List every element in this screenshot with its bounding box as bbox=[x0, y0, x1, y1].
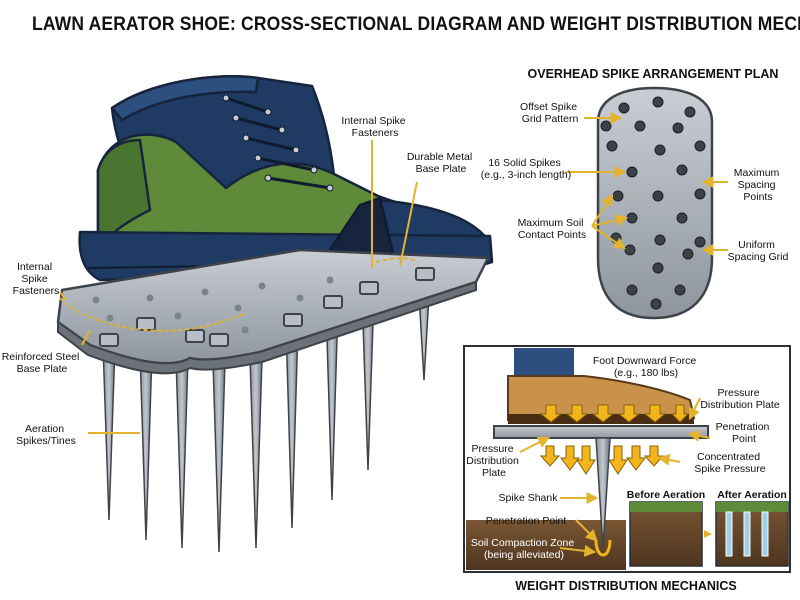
aerator-shoe-illustration bbox=[56, 75, 494, 553]
label-internal-spike-fasteners-left-1: Internal bbox=[17, 261, 52, 273]
svg-text:Internal Spike Fastene: Internal Spike Fasteners bbox=[341, 115, 408, 139]
svg-text:16 Solid Spikes (e.g.,: 16 Solid Spikes (e.g., 3-inch length) bbox=[481, 157, 571, 181]
svg-text:Durable Metal Base Pla: Durable Metal Base Plate bbox=[407, 151, 475, 175]
overhead-plan-heading: OVERHEAD SPIKE ARRANGEMENT PLAN bbox=[528, 67, 779, 81]
label-aeration-spikes-1: Aeration bbox=[25, 423, 64, 435]
pressure-plate bbox=[493, 425, 709, 439]
label-max-spacing-2: Spacing bbox=[738, 179, 776, 191]
label-soil-zone-2: (being alleviated) bbox=[484, 549, 564, 561]
after-grass bbox=[716, 502, 788, 512]
soil-band bbox=[466, 520, 626, 570]
svg-text:Aeration Spikes/Tines: Aeration Spikes/Tines bbox=[16, 423, 76, 447]
spike-grid bbox=[600, 96, 706, 310]
penetration-highlight bbox=[594, 539, 612, 557]
label-pressure-plate-right-1: Pressure bbox=[718, 387, 760, 399]
label-max-spacing-1: Maximum bbox=[734, 167, 780, 179]
force-arrows bbox=[539, 404, 690, 423]
label-max-soil-contact-2: Contact Points bbox=[518, 229, 586, 241]
sole-plate-outline bbox=[596, 86, 714, 320]
before-aeration-inset bbox=[629, 501, 703, 567]
label-max-spacing-3: Points bbox=[743, 191, 772, 203]
label-concentrated-2: Spike Pressure bbox=[694, 463, 765, 475]
fastener-callout-path-left bbox=[59, 297, 245, 332]
label-foot-force-1: Foot Downward Force bbox=[593, 355, 696, 367]
label-penetration-point-right-2: Point bbox=[732, 433, 756, 445]
weight-panel-heading: WEIGHT DISTRIBUTION MECHANICS bbox=[515, 579, 737, 593]
label-penetration-point-right-1: Penetration bbox=[716, 421, 770, 433]
label-max-soil-contact-1: Maximum Soil bbox=[518, 217, 584, 229]
label-reinforced-steel-base-plate-1: Reinforced Steel bbox=[2, 351, 80, 363]
boot bbox=[78, 75, 494, 282]
svg-text:Offset Spike Grid Patt: Offset Spike Grid Pattern bbox=[520, 101, 580, 125]
label-after-aeration: After Aeration bbox=[717, 489, 787, 501]
aeration-spikes bbox=[102, 277, 431, 553]
label-internal-spike-fasteners-left-3: Fasteners bbox=[13, 285, 60, 297]
label-uniform-grid-2: Spacing Grid bbox=[728, 251, 789, 263]
label-offset-grid-2: Grid Pattern bbox=[522, 113, 579, 125]
label-durable-metal-base-plate-2: Base Plate bbox=[416, 163, 467, 175]
label-penetration-point-left: Penetration Point bbox=[486, 515, 567, 527]
label-offset-grid-1: Offset Spike bbox=[520, 101, 577, 113]
label-reinforced-steel-base-plate-2: Base Plate bbox=[17, 363, 68, 375]
base-plate bbox=[56, 248, 490, 375]
label-spike-shank: Spike Shank bbox=[499, 492, 559, 504]
weight-callout-lines bbox=[519, 397, 711, 557]
label-pressure-plate-left-1: Pressure bbox=[472, 443, 514, 455]
before-grass bbox=[630, 502, 702, 512]
label-foot-force-2: (e.g., 180 lbs) bbox=[614, 367, 678, 379]
label-pressure-plate-left-3: Plate bbox=[482, 467, 506, 479]
label-pressure-plate-left-2: Distribution bbox=[466, 455, 519, 467]
svg-text:Internal Spike: Internal Spike Fasteners bbox=[13, 261, 60, 297]
label-soil-zone-1: Soil Compaction Zone bbox=[471, 537, 574, 549]
aeration-holes bbox=[725, 511, 769, 557]
label-uniform-grid-1: Uniform bbox=[738, 239, 775, 251]
label-internal-spike-fasteners-top-2: Fasteners bbox=[352, 127, 399, 139]
spike-fasteners bbox=[99, 267, 435, 347]
left-labels: Internal Spike Fasteners Durable Metal B… bbox=[2, 115, 475, 447]
label-durable-metal-base-plate-1: Durable Metal bbox=[407, 151, 472, 163]
left-callout-lines bbox=[59, 140, 418, 434]
label-aeration-spikes-2: Spikes/Tines bbox=[16, 435, 76, 447]
svg-text:Soil Compaction Zone (: Soil Compaction Zone (being alleviated) bbox=[471, 537, 577, 561]
svg-text:Penetration Point: Penetration Point bbox=[716, 421, 773, 445]
svg-text:Maximum Spacing: Maximum Spacing Points bbox=[734, 167, 782, 203]
svg-text:Foot Downward Force (e: Foot Downward Force (e.g., 180 lbs) bbox=[593, 355, 699, 379]
label-concentrated-1: Concentrated bbox=[697, 451, 760, 463]
label-solid-spikes-1: 16 Solid Spikes bbox=[488, 157, 560, 169]
svg-text:Maximum Soil Contact P: Maximum Soil Contact Points bbox=[518, 217, 587, 241]
overhead-plan: OVERHEAD SPIKE ARRANGEMENT PLAN bbox=[481, 67, 789, 320]
concentrated-arrows bbox=[539, 445, 665, 475]
diagram-title: LAWN AERATOR SHOE: CROSS-SECTIONAL DIAGR… bbox=[32, 14, 800, 35]
svg-text:Pressure Distribution: Pressure Distribution Plate bbox=[466, 443, 521, 479]
leg bbox=[514, 348, 574, 378]
label-before-aeration: Before Aeration bbox=[627, 489, 705, 501]
svg-text:Pressure Distribution: Pressure Distribution Plate bbox=[700, 387, 780, 411]
label-internal-spike-fasteners-top-1: Internal Spike bbox=[341, 115, 405, 127]
svg-text:Uniform Spacing Grid: Uniform Spacing Grid bbox=[728, 239, 789, 263]
label-internal-spike-fasteners-left-2: Spike bbox=[21, 273, 47, 285]
label-solid-spikes-2: (e.g., 3-inch length) bbox=[481, 169, 571, 181]
label-pressure-plate-right-2: Distribution Plate bbox=[700, 399, 780, 411]
weight-distribution-panel: Foot Downward Force (e.g., 180 lbs) Pres… bbox=[463, 345, 791, 593]
svg-text:Reinforced Steel Base: Reinforced Steel Base Plate bbox=[2, 351, 83, 375]
fastener-callout-path-top bbox=[375, 257, 419, 263]
before-after-arrow bbox=[704, 530, 712, 538]
spike-shank bbox=[595, 437, 611, 549]
svg-text:Concentrated Spike Pre: Concentrated Spike Pressure bbox=[694, 451, 765, 475]
overhead-callout-lines bbox=[566, 112, 728, 256]
